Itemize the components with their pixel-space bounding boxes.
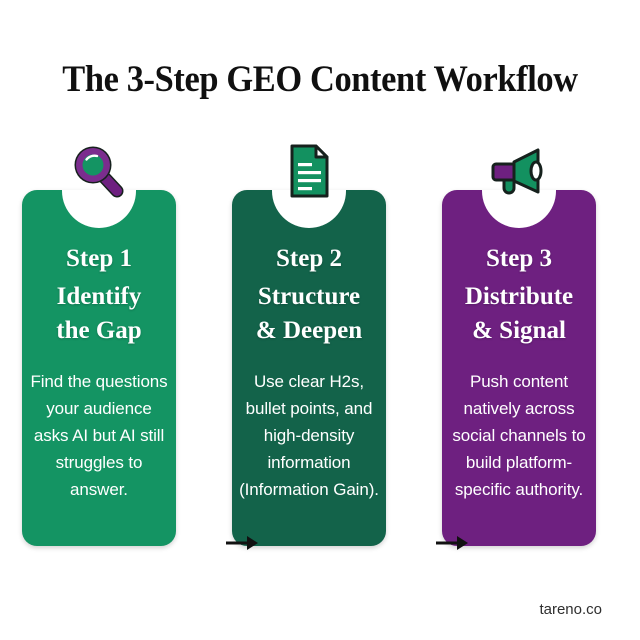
step-card-2-heading: Step 2 Structure & Deepen — [236, 242, 382, 348]
step-card-1[interactable]: Step 1 Identify the Gap Find the questio… — [22, 190, 176, 546]
step-card-2-body: Use clear H2s, bullet points, and high-d… — [239, 372, 379, 499]
megaphone-icon — [488, 140, 550, 202]
step-card-3[interactable]: Step 3 Distribute & Signal Push content … — [442, 190, 596, 546]
arrow-step1-to-step2-icon — [225, 534, 259, 552]
step-card-3-heading: Step 3 Distribute & Signal — [446, 242, 592, 348]
step-card-1-body: Find the questions your audience asks AI… — [30, 372, 168, 499]
step-number-label: Step 1 — [66, 245, 132, 272]
step-title-line2: & Signal — [472, 317, 566, 344]
page-title: The 3-Step GEO Content Workflow — [62, 59, 578, 100]
step-title-line1: Distribute — [464, 283, 574, 310]
step-title-line2: the Gap — [56, 317, 142, 344]
step-card-2[interactable]: Step 2 Structure & Deepen Use clear H2s,… — [232, 190, 386, 546]
step-number-label: Step 2 — [276, 245, 342, 272]
step-title-line1: Structure — [257, 283, 361, 310]
magnifying-glass-icon — [68, 140, 130, 202]
step-card-3-body: Push content natively across social chan… — [452, 372, 586, 499]
step-title-line1: Identify — [56, 283, 142, 310]
document-page-icon — [278, 140, 340, 202]
arrow-step2-to-step3-icon — [435, 534, 469, 552]
step-title-line2: & Deepen — [255, 317, 363, 344]
step-card-1-heading: Step 1 Identify the Gap — [26, 242, 172, 348]
footer-watermark: tareno.co — [539, 601, 602, 618]
workflow-steps-row: Step 1 Identify the Gap Find the questio… — [22, 144, 596, 550]
step-number-label: Step 3 — [486, 245, 552, 272]
